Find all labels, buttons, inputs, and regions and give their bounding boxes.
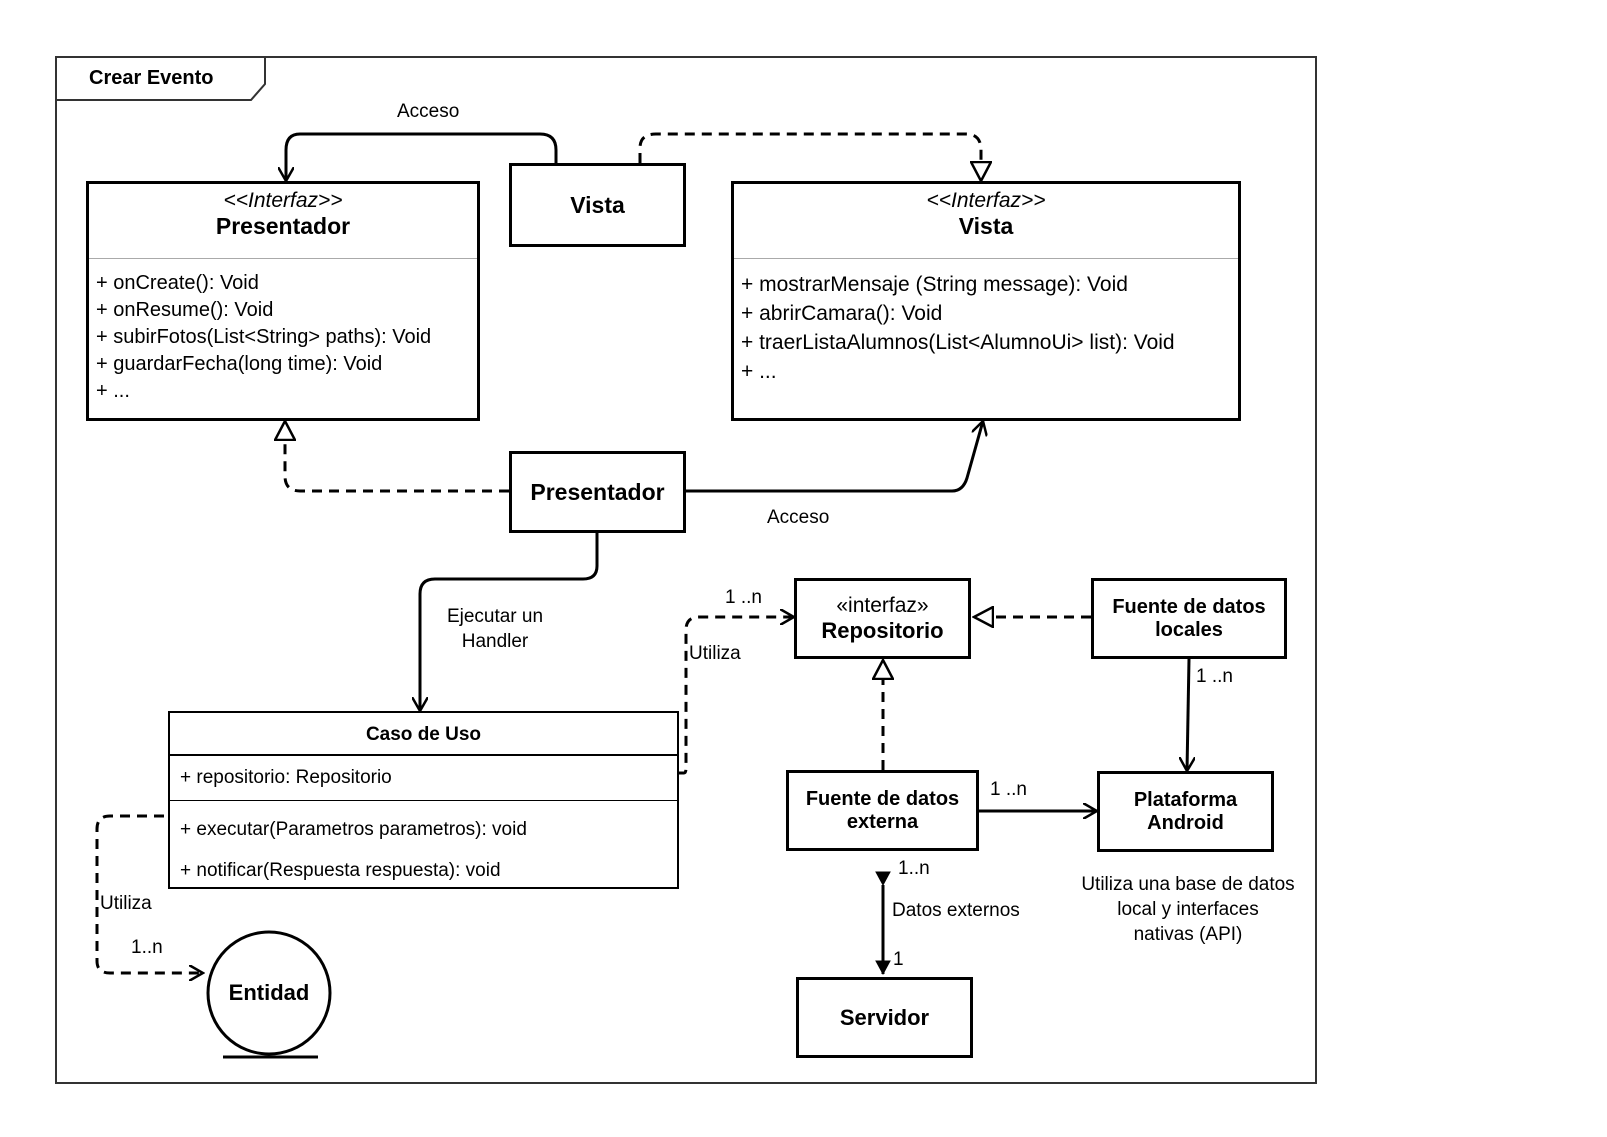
divider — [170, 754, 677, 756]
label-acceso-bottom: Acceso — [767, 507, 830, 528]
repositorio-class[interactable]: «interfaz» Repositorio — [794, 578, 971, 659]
label-ejecutar-line2: Handler — [461, 631, 529, 652]
operation: + guardarFecha(long time): Void — [96, 353, 383, 375]
interfaz-vista-class[interactable]: <<Interfaz>> Vista + mostrarMensaje (Str… — [731, 181, 1241, 421]
edge-presentador-realiza-interfaz — [285, 421, 509, 493]
edge-locales-plataforma — [1187, 658, 1189, 771]
edge-caso-uso-repositorio — [678, 617, 794, 775]
interfaz-vista-stereotype: <<Interfaz>> — [926, 189, 1046, 212]
caso-de-uso-attribute: + repositorio: Repositorio — [180, 767, 392, 788]
repositorio-stereotype: «interfaz» — [836, 593, 929, 617]
edge-vista-realiza-interfaz — [638, 132, 981, 181]
caso-de-uso-class[interactable]: Caso de Uso + repositorio: Repositorio +… — [168, 711, 679, 889]
presentador-class-name: Presentador — [530, 478, 665, 505]
plataforma-android-class[interactable]: Plataforma Android — [1097, 771, 1274, 852]
interfaz-presentador-class[interactable]: <<Interfaz>> Presentador + onCreate(): V… — [86, 181, 480, 421]
servidor-name: Servidor — [839, 1004, 930, 1030]
fuente-datos-externa-class[interactable]: Fuente de datos externa — [786, 770, 979, 851]
operation: + onResume(): Void — [96, 299, 274, 321]
label-mult-entidad: 1..n — [131, 937, 163, 958]
fuente-datos-locales-class[interactable]: Fuente de datos locales — [1091, 578, 1287, 659]
repositorio-name: Repositorio — [821, 617, 944, 643]
caso-de-uso-operation: + executar(Parametros parametros): void — [180, 819, 527, 840]
label-mult-locales: 1 ..n — [1196, 666, 1233, 687]
operation: + ... — [741, 360, 777, 383]
operation: + onCreate(): Void — [96, 272, 259, 294]
label-mult-1: 1 — [893, 949, 904, 970]
fuente-locales-line1: Fuente de datos — [1112, 595, 1266, 618]
label-utiliza-repo: Utiliza — [689, 643, 741, 664]
label-utiliza-entidad: Utiliza — [100, 893, 152, 914]
divider — [734, 258, 1238, 259]
note-plataforma: Utiliza una base de datos local y interf… — [1068, 872, 1308, 947]
label-mult-1n-ext: 1..n — [898, 858, 930, 879]
plataforma-line2: Android — [1147, 811, 1224, 834]
operation: + subirFotos(List<String> paths): Void — [96, 326, 432, 348]
operation: + abrirCamara(): Void — [741, 302, 943, 325]
label-ejecutar-handler: Ejecutar un Handler — [435, 604, 555, 654]
caso-de-uso-name: Caso de Uso — [365, 724, 482, 745]
entidad-circle — [206, 930, 332, 1056]
interfaz-presentador-stereotype: <<Interfaz>> — [223, 189, 343, 212]
label-mult-externa: 1 ..n — [990, 779, 1027, 800]
frame-tab — [55, 56, 266, 101]
edge-presentador-acceso-vista — [683, 421, 983, 493]
entidad-name: Entidad — [228, 980, 310, 1005]
fuente-externa-line1: Fuente de datos — [805, 787, 960, 810]
presentador-class[interactable]: Presentador — [509, 451, 686, 533]
label-datos-externos: Datos externos — [892, 900, 1020, 921]
edge-caso-uso-entidad — [95, 814, 203, 973]
interfaz-vista-name: Vista — [958, 213, 1014, 239]
plataforma-line1: Plataforma — [1133, 788, 1238, 811]
operation: + mostrarMensaje (String message): Void — [741, 273, 1128, 296]
operation: + traerListaAlumnos(List<AlumnoUi> list)… — [741, 331, 1175, 354]
divider — [89, 258, 477, 259]
interfaz-vista-operations: + mostrarMensaje (String message): Void … — [741, 270, 1175, 386]
fuente-externa-line2: externa — [846, 810, 919, 833]
operation: + ... — [96, 380, 130, 402]
edge-vista-acceso-presentador — [286, 132, 558, 181]
label-mult-repo: 1 ..n — [725, 587, 762, 608]
edge-presentador-caso-uso — [420, 531, 599, 711]
note-line2: local y interfaces — [1117, 899, 1259, 920]
label-ejecutar-line1: Ejecutar un — [446, 606, 544, 627]
vista-class-name: Vista — [570, 191, 625, 218]
diagram-frame — [55, 56, 1317, 1084]
label-acceso-top: Acceso — [397, 101, 460, 122]
note-line3: nativas (API) — [1133, 924, 1243, 945]
caso-de-uso-operation: + notificar(Respuesta respuesta): void — [180, 860, 501, 881]
divider — [170, 800, 677, 801]
fuente-locales-line2: locales — [1155, 618, 1223, 641]
interfaz-presentador-name: Presentador — [215, 213, 351, 239]
interfaz-presentador-operations: + onCreate(): Void + onResume(): Void + … — [96, 270, 431, 405]
servidor-class[interactable]: Servidor — [796, 977, 973, 1058]
note-line1: Utiliza una base de datos — [1081, 874, 1295, 895]
vista-class[interactable]: Vista — [509, 163, 686, 247]
frame-title: Crear Evento — [89, 67, 214, 89]
